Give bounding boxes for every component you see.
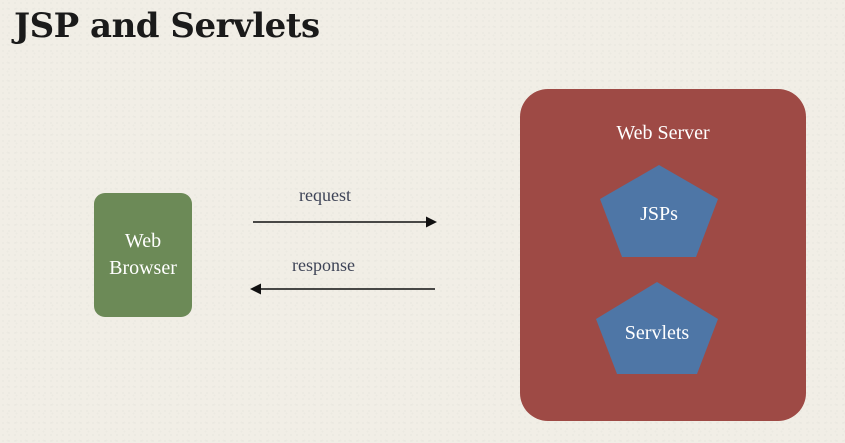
arrows-graphic [250,216,437,295]
response-arrow [250,283,435,295]
slide-title: JSP and Servlets [14,6,320,46]
request-arrow [253,216,437,228]
web-browser-label-line1: Web [124,230,162,252]
servlets-pentagon [596,282,718,374]
web-server-label: Web Server [616,122,710,144]
web-server-box: Web Server JSPs Servlets [520,89,806,421]
jsps-pentagon [600,165,718,257]
jsps-label: JSPs [640,203,678,225]
web-browser-box: Web Browser [94,193,192,317]
web-browser-label: Web Browser [98,228,188,282]
servlets-label: Servlets [624,322,690,344]
web-browser-label-line2: Browser [109,257,177,279]
request-label: request [299,185,351,205]
response-label: response [292,255,355,275]
